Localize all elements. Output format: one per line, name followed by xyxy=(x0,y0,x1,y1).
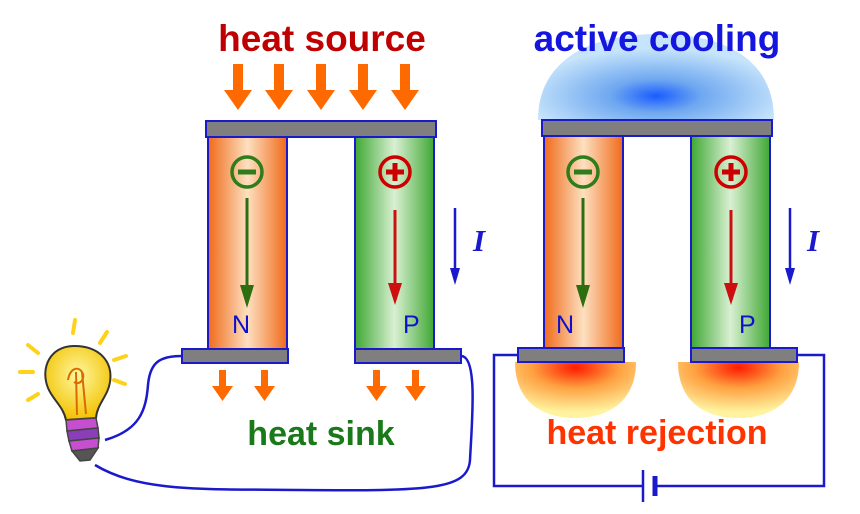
bottom-plate-n xyxy=(181,348,289,364)
heat-sink-arrows xyxy=(212,370,426,401)
p-type-label: P xyxy=(403,311,420,339)
minus-sign-icon xyxy=(566,155,600,189)
n-type-label: N xyxy=(556,311,574,339)
wire-left xyxy=(104,354,183,442)
heat-rejection-label: heat rejection xyxy=(546,414,767,452)
hole-flow-arrow xyxy=(724,210,738,305)
heat-source-arrows xyxy=(224,64,419,110)
current-arrow xyxy=(785,208,795,285)
heat-sink-label: heat sink xyxy=(247,415,394,453)
electron-flow-arrow xyxy=(240,198,254,308)
minus-sign-icon xyxy=(230,155,264,189)
heat-rejection-glow-p xyxy=(678,362,799,418)
plus-sign-icon xyxy=(714,155,748,189)
current-label: I xyxy=(472,223,486,258)
current-arrow xyxy=(450,208,460,285)
wire-right xyxy=(94,354,474,492)
bottom-plate-n xyxy=(517,347,625,363)
battery-icon xyxy=(641,470,658,502)
current-label: I xyxy=(806,223,820,258)
cooling-glow xyxy=(538,34,774,120)
plus-sign-icon xyxy=(378,155,412,189)
top-plate xyxy=(205,120,437,138)
heat-source-label: heat source xyxy=(218,18,426,59)
bottom-plate-p xyxy=(354,348,462,364)
heat-rejection-glow-n xyxy=(515,362,636,418)
circuit-wire xyxy=(492,353,826,488)
active-cooling-label: active cooling xyxy=(534,18,781,59)
light-bulb-icon xyxy=(18,318,128,462)
electron-flow-arrow xyxy=(576,198,590,308)
p-type-label: P xyxy=(739,311,756,339)
hole-flow-arrow xyxy=(388,210,402,305)
n-type-label: N xyxy=(232,311,250,339)
top-plate xyxy=(541,119,773,137)
bottom-plate-p xyxy=(690,347,798,363)
